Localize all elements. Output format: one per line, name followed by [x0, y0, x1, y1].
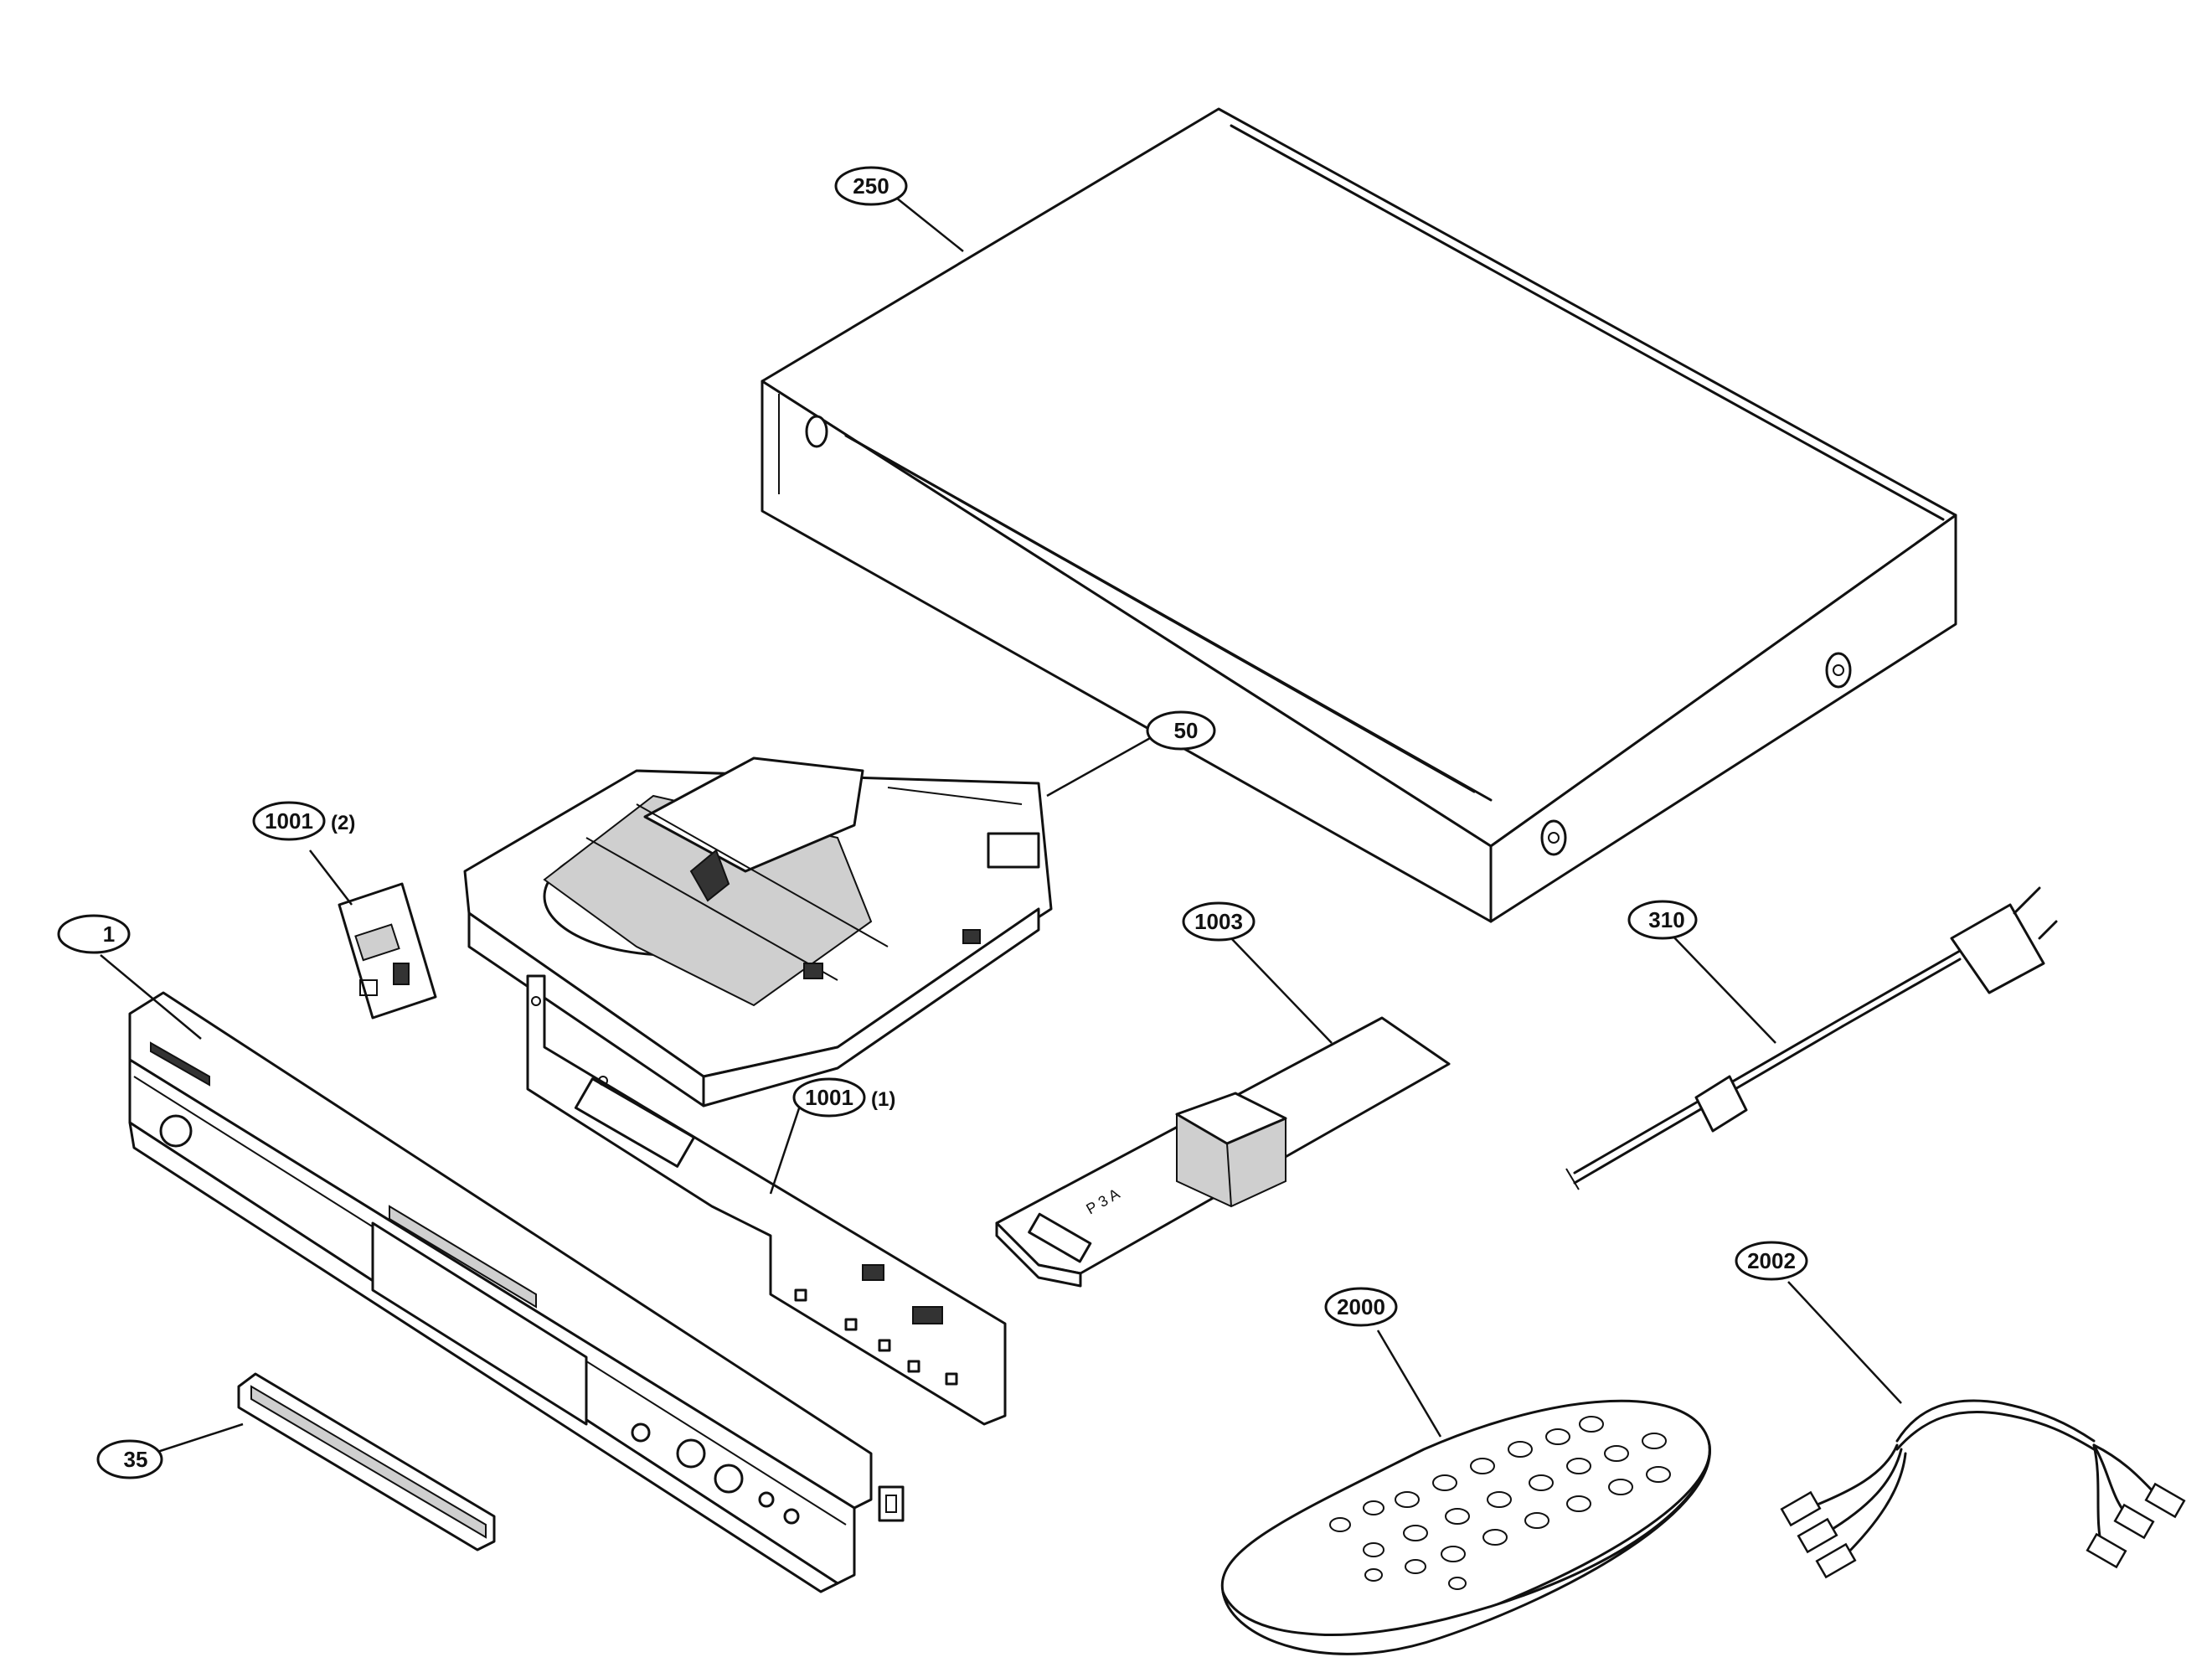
callout-1001-1: 1001 (1): [792, 1077, 895, 1118]
callout-250-label: 250: [853, 173, 889, 199]
callout-1003-label: 1003: [1194, 909, 1243, 934]
callout-1-label: 1: [103, 922, 115, 947]
callout-310-label: 310: [1648, 907, 1684, 932]
front-board: [526, 974, 1007, 1426]
leader-lines: [100, 194, 1902, 1455]
av-cable: [1780, 1399, 2186, 1579]
callout-1003: 1003: [1182, 901, 1256, 942]
callout-35-label: 35: [124, 1447, 148, 1472]
callout-50: 50: [1146, 710, 1216, 751]
callout-2000: 2000: [1324, 1287, 1398, 1327]
callout-1001-2-label: 1001: [265, 808, 313, 834]
callout-1001-2-qty: (2): [331, 812, 355, 834]
callout-310: 310: [1627, 900, 1698, 940]
front-panel: [128, 991, 905, 1593]
callout-1001-1-label: 1001: [805, 1085, 853, 1110]
remote-control: [1220, 1399, 1711, 1655]
top-cover: [761, 107, 1957, 923]
callout-1001-2: 1001 (2): [252, 801, 355, 841]
callout-50-label: 50: [1174, 718, 1199, 743]
tray-front: [237, 1372, 496, 1552]
callout-35: 35: [96, 1439, 163, 1479]
callout-2000-label: 2000: [1337, 1294, 1385, 1319]
small-board: [338, 882, 437, 1020]
dvd-loader: [463, 756, 1053, 1107]
power-cord: [1565, 886, 2058, 1190]
callout-2002-label: 2002: [1747, 1248, 1796, 1273]
callout-2002: 2002: [1735, 1241, 1808, 1281]
callout-1001-1-qty: (1): [871, 1088, 895, 1111]
main-board: P 3 A: [995, 1016, 1451, 1288]
callout-250: 250: [834, 166, 908, 206]
callout-1: 1: [57, 914, 131, 954]
